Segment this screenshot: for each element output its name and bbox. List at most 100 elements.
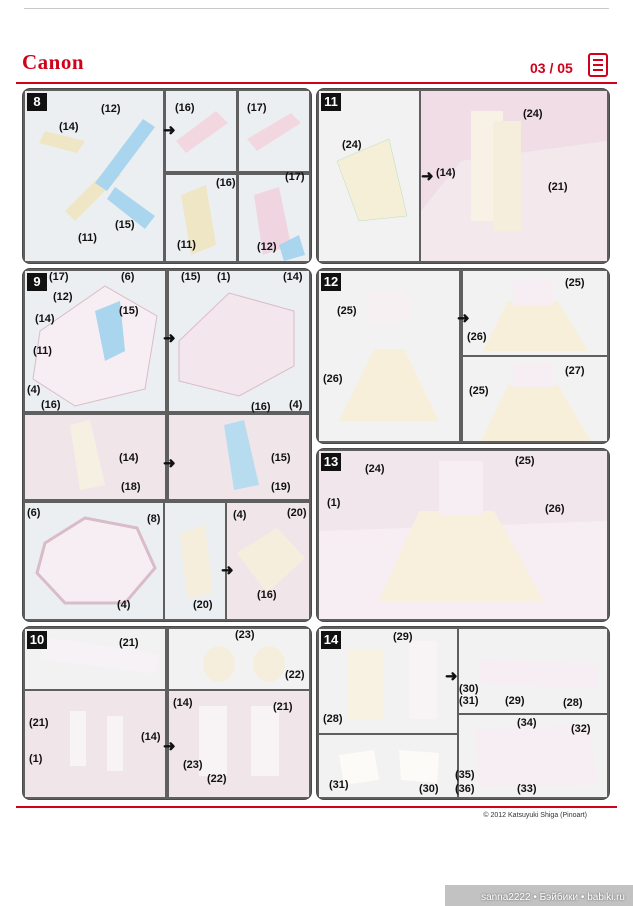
part-label: (24): [342, 139, 362, 151]
step-9-photo-18: [25, 415, 165, 499]
part-label: (15): [181, 271, 201, 283]
part-label: (25): [337, 305, 357, 317]
part-label: (8): [147, 513, 161, 525]
step-11-panel: 11 (24) ➜ (24) (14) (21): [316, 88, 610, 264]
footer-divider: [16, 806, 617, 808]
part-label: (6): [121, 271, 135, 283]
part-label: (21): [119, 637, 139, 649]
step-13-panel: 13 (24) (25) (1) (26): [316, 448, 610, 622]
part-label: (25): [469, 385, 489, 397]
part-label: (36): [455, 783, 475, 795]
canon-logo: Canon: [22, 50, 85, 74]
step-10-photo-base: [25, 691, 165, 797]
part-label: (4): [117, 599, 131, 611]
step-arrow: ➜: [221, 562, 234, 579]
part-label: (29): [393, 631, 413, 643]
part-label: (28): [563, 697, 583, 709]
part-label: (15): [271, 452, 291, 464]
top-margin: [0, 0, 633, 40]
part-label: (11): [78, 232, 97, 244]
step-arrow: ➜: [163, 122, 176, 139]
step-arrow: ➜: [421, 168, 434, 185]
part-label: (1): [29, 753, 43, 765]
part-label: (11): [177, 239, 196, 251]
part-label: (30): [419, 783, 439, 795]
watermark-bar: [445, 885, 633, 906]
part-label: (35): [455, 769, 475, 781]
part-label: (17): [49, 271, 69, 283]
part-label: (20): [287, 507, 307, 519]
part-label: (1): [217, 271, 231, 283]
step-13-photo-dress: [319, 451, 607, 619]
step-9-photo-box-top: [227, 503, 309, 619]
part-label: (30): [459, 683, 479, 695]
step-14-photo-arm-a: [459, 629, 607, 713]
part-label: (15): [115, 219, 135, 231]
step-number: 9: [27, 273, 47, 291]
step-9-photo-open-box: [25, 271, 165, 411]
part-label: (22): [285, 669, 305, 681]
part-label: (16): [257, 589, 277, 601]
top-divider: [24, 8, 609, 9]
part-label: (26): [545, 503, 565, 515]
part-label: (4): [289, 399, 303, 411]
step-arrow: ➜: [163, 330, 176, 347]
part-label: (16): [41, 399, 61, 411]
step-12-photo-attached: [463, 271, 607, 355]
part-label: (17): [247, 102, 267, 114]
step-9-photo-closed-box: [169, 271, 309, 411]
part-label: (4): [27, 384, 41, 396]
part-label: (18): [121, 481, 141, 493]
part-label: (26): [323, 373, 343, 385]
part-label: (11): [33, 345, 52, 357]
part-label: (21): [29, 717, 49, 729]
part-label: (23): [235, 629, 255, 641]
step-arrow: ➜: [163, 738, 176, 755]
step-11-photo-piece: [319, 91, 419, 261]
step-9-panel: 9 (17) (12) (6) (15) (14) (11) (4) (16) …: [22, 268, 312, 622]
part-label: (14): [141, 731, 161, 743]
step-number: 12: [321, 273, 341, 291]
step-8-photo-11: [166, 175, 236, 261]
part-label: (16): [251, 401, 271, 413]
part-label: (16): [175, 102, 195, 114]
step-number: 11: [321, 93, 341, 111]
part-label: (29): [505, 695, 525, 707]
part-label: (20): [193, 599, 213, 611]
part-label: (1): [327, 497, 341, 509]
part-label: (23): [183, 759, 203, 771]
part-label: (21): [548, 181, 568, 193]
part-label: (19): [271, 481, 291, 493]
step-12-panel: 12 (25) (26) ➜ (25) (26) (25) (27): [316, 268, 610, 444]
part-label: (28): [323, 713, 343, 725]
part-label: (14): [436, 167, 456, 179]
step-arrow: ➜: [163, 455, 176, 472]
step-12-photo-bow: [463, 357, 607, 441]
part-label: (12): [101, 103, 121, 115]
part-label: (12): [257, 241, 277, 253]
step-10-photo-21: [25, 629, 165, 689]
step-10-photo-23-22: [169, 629, 309, 689]
step-12-photo-skirt: [319, 271, 459, 441]
step-8-photo-16: [166, 91, 236, 171]
step-14-photo-arm-b: [459, 715, 607, 797]
part-label: (14): [173, 697, 193, 709]
part-label: (14): [59, 121, 79, 133]
part-label: (6): [27, 507, 41, 519]
part-label: (27): [565, 365, 585, 377]
step-number: 8: [27, 93, 47, 111]
part-label: (33): [517, 783, 537, 795]
page-number: 03 / 05: [530, 60, 573, 76]
step-number: 10: [27, 631, 47, 649]
step-10-photo-result: [169, 691, 309, 797]
step-arrow: ➜: [445, 668, 458, 685]
part-label: (26): [467, 331, 487, 343]
part-label: (15): [119, 305, 139, 317]
part-label: (32): [571, 723, 591, 735]
part-label: (14): [119, 452, 139, 464]
step-9-photo-hexagon: [25, 503, 163, 619]
step-9-photo-19: [169, 415, 309, 499]
part-label: (22): [207, 773, 227, 785]
step-8-photo-12: [239, 175, 309, 261]
step-number: 14: [321, 631, 341, 649]
